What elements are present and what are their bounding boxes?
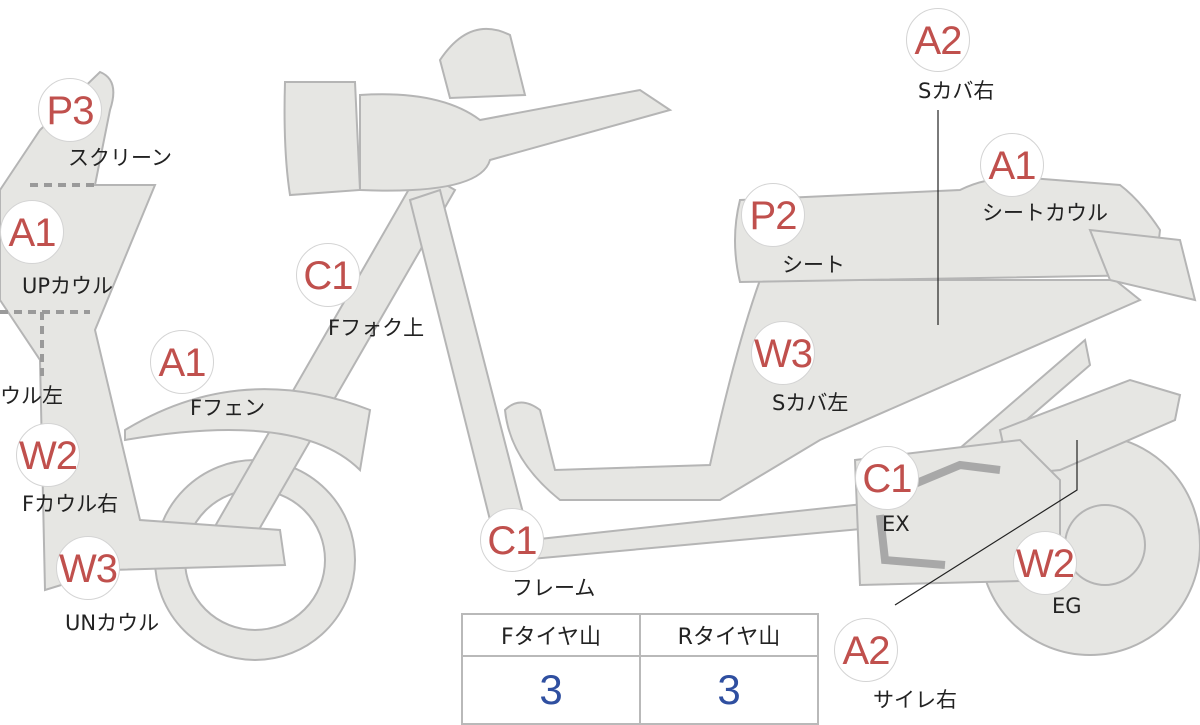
damage-marker[interactable]: W2 xyxy=(1013,531,1077,595)
rear-tire-header: Rタイヤ山 xyxy=(639,613,819,657)
front-tire-header: Fタイヤ山 xyxy=(461,613,641,657)
part-label: シート xyxy=(782,253,845,277)
part-label: EX xyxy=(882,512,910,536)
tire-tread-table: Fタイヤ山 Rタイヤ山 3 3 xyxy=(461,613,819,725)
part-label: Sカバ左 xyxy=(772,391,849,415)
part-label: ウル左 xyxy=(0,384,63,408)
damage-marker[interactable]: P2 xyxy=(741,183,805,247)
part-label: フレーム xyxy=(512,576,596,600)
part-label: シートカウル xyxy=(982,201,1108,225)
damage-marker[interactable]: C1 xyxy=(480,508,544,572)
damage-marker[interactable]: A1 xyxy=(0,200,64,264)
damage-marker[interactable]: A1 xyxy=(150,330,214,394)
front-fender xyxy=(124,388,372,473)
part-label: Fフェン xyxy=(190,396,266,420)
damage-marker[interactable]: W3 xyxy=(56,536,120,600)
damage-marker[interactable]: C1 xyxy=(855,446,919,510)
part-label: Fカウル右 xyxy=(22,492,119,516)
damage-marker[interactable]: A2 xyxy=(834,618,898,682)
damage-marker[interactable]: A1 xyxy=(980,133,1044,197)
headlight xyxy=(283,81,362,197)
damage-marker[interactable]: P3 xyxy=(38,78,102,142)
part-label: スクリーン xyxy=(68,146,172,170)
part-label: Fフォク上 xyxy=(328,316,425,340)
handlebar xyxy=(359,88,673,192)
part-label: EG xyxy=(1052,594,1082,618)
mirror xyxy=(438,27,527,100)
part-label: UNカウル xyxy=(65,611,160,635)
damage-marker[interactable]: W3 xyxy=(751,321,815,385)
damage-marker[interactable]: A2 xyxy=(906,8,970,72)
part-label: サイレ右 xyxy=(873,688,957,712)
rear-cowl xyxy=(1088,228,1197,302)
side-cover xyxy=(503,279,1142,501)
damage-marker[interactable]: C1 xyxy=(296,243,360,307)
damage-marker[interactable]: W2 xyxy=(16,423,80,487)
part-label: UPカウル xyxy=(22,274,114,298)
rear-tire-value: 3 xyxy=(639,655,819,725)
front-tire-value: 3 xyxy=(461,655,641,725)
part-label: Sカバ右 xyxy=(918,79,995,103)
